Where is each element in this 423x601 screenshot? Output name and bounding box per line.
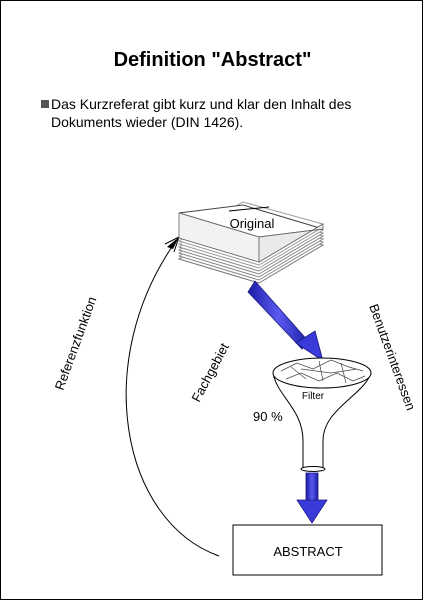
original-label: Original (230, 216, 275, 231)
abstract-box (232, 524, 383, 576)
slide-title: Definition "Abstract" (113, 49, 312, 71)
referenz-curve-arrow (125, 236, 220, 557)
original-document-stack (177, 201, 325, 284)
filter-label: Filter (302, 391, 325, 402)
arrow-original-to-filter (247, 280, 324, 362)
filter-funnel (272, 357, 372, 472)
fachgebiet-label: Fachgebiet (188, 340, 232, 404)
percent-label: 90 % (253, 409, 283, 424)
bullet-square-icon (41, 100, 49, 108)
benutzerinteressen-label: Benutzerinteressen (366, 302, 418, 412)
arrow-filter-to-abstract (296, 472, 328, 524)
bullet-text: Das Kurzreferat gibt kurz und klar den I… (51, 96, 352, 130)
abstract-label: ABSTRACT (273, 544, 342, 559)
bullet-item: Das Kurzreferat gibt kurz und klar den I… (41, 95, 371, 131)
referenzfunktion-label: Referenzfunktion (52, 295, 100, 392)
